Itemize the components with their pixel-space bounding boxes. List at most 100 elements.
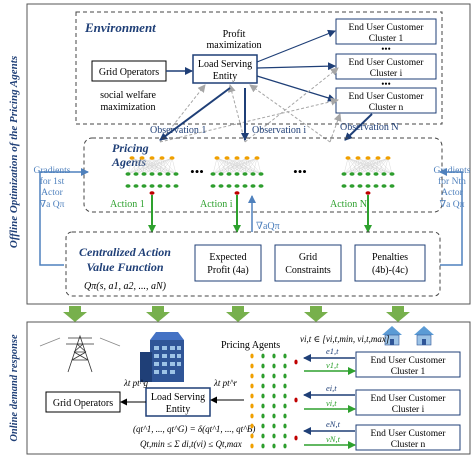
online-agent-node — [294, 435, 298, 441]
agent-edge — [226, 157, 238, 175]
env-cluster-n-line1: End User Customer — [349, 92, 425, 102]
agent-dots-2: ••• — [293, 164, 307, 179]
agent-edge — [226, 157, 230, 175]
agent-edge — [343, 157, 369, 175]
online-cluster-n-box[interactable] — [355, 424, 461, 451]
agent-input-node — [345, 156, 351, 160]
online-agent-node — [250, 393, 254, 399]
agent-networks — [125, 156, 395, 195]
env-cluster-i-line2: Cluster i — [370, 69, 403, 79]
agent-edge — [367, 157, 379, 175]
online-agent-node — [272, 393, 276, 399]
house-icon-1 — [382, 326, 402, 346]
agent-hidden-node — [258, 184, 264, 188]
online-cluster-i-line1: End User Customer — [371, 394, 447, 404]
agent-hidden-node — [173, 184, 179, 188]
critic-profit-box[interactable] — [194, 244, 262, 282]
agent-edge — [220, 157, 238, 175]
critic-penalties-box[interactable] — [354, 244, 426, 282]
agent-hidden-node — [141, 184, 147, 188]
agent-hidden-node — [258, 172, 264, 176]
online-lse-label-2: Entity — [166, 404, 190, 415]
agent-input-node — [169, 156, 175, 160]
agent-edge — [367, 157, 389, 175]
agent-hidden-node — [234, 184, 240, 188]
online-cluster-i-box[interactable] — [355, 389, 461, 416]
agent-input-node — [139, 156, 145, 160]
agent-hidden-node — [125, 172, 131, 176]
agent-hidden-node — [157, 184, 163, 188]
online-agent-node — [272, 423, 276, 429]
transfer-arrows — [63, 306, 410, 322]
agent-edge — [351, 157, 359, 175]
agent-hidden-node — [341, 172, 347, 176]
online-lambda-g: λt pt^g — [123, 378, 148, 388]
agent-edge — [377, 157, 385, 175]
agent-input-node — [149, 156, 155, 160]
agent-edge — [228, 157, 258, 175]
agent-hidden-node — [234, 172, 240, 176]
online-lse-label-1: Load Serving — [151, 392, 205, 403]
critic-box — [65, 231, 441, 297]
action-n-label: Action N — [330, 199, 367, 210]
online-agent-node — [250, 383, 254, 389]
gray-arrow-1 — [159, 84, 206, 143]
env-cluster-1-box[interactable] — [335, 18, 437, 45]
agent-hidden-node — [357, 184, 363, 188]
online-pricing-agents-label: Pricing Agents — [221, 340, 280, 351]
agent-edge — [143, 157, 153, 175]
online-agent-node — [294, 359, 298, 365]
online-agent-node — [272, 363, 276, 369]
agent-input-node — [159, 156, 165, 160]
critic-grid-box[interactable] — [274, 244, 342, 282]
transfer-arrow-1 — [63, 306, 87, 322]
gradients-left-3: Actor — [41, 188, 63, 198]
agent-edge — [375, 157, 389, 175]
online-agent-node — [250, 363, 254, 369]
agent-edge — [151, 157, 163, 175]
gray-arrow-3 — [249, 84, 331, 143]
agent-edge — [141, 157, 169, 175]
agent-edge — [357, 157, 393, 175]
env-cluster-i-line1: End User Customer — [349, 58, 425, 68]
agent-edge — [357, 157, 369, 175]
agent-edge — [236, 157, 254, 175]
transfer-arrow-2 — [146, 306, 170, 322]
agent-edge — [244, 157, 248, 175]
agent-edge — [236, 157, 258, 175]
agent-hidden-node — [149, 184, 155, 188]
agent-input-node — [365, 156, 371, 160]
env-cluster-dots-1: ••• — [381, 44, 390, 54]
lse-box[interactable] — [192, 54, 258, 84]
online-frame — [26, 321, 471, 455]
agent-hidden-node — [165, 184, 171, 188]
agent-edge — [220, 157, 228, 175]
online-cluster-1-line1: End User Customer — [371, 356, 447, 366]
env-cluster-1-line2: Cluster 1 — [369, 34, 404, 44]
agent-edge — [236, 157, 248, 175]
online-cluster-n-line1: End User Customer — [371, 429, 447, 439]
action-1-label: Action 1 — [110, 199, 145, 210]
env-cluster-i-box[interactable] — [335, 53, 437, 80]
online-agent-node — [283, 413, 287, 419]
agent-edge — [367, 157, 377, 175]
lse-to-cluster-1-arrow — [256, 29, 336, 63]
online-grid-operators-label: Grid Operators — [53, 398, 113, 409]
agent-hidden-node — [381, 172, 387, 176]
online-agent-node — [283, 433, 287, 439]
agent-edge — [228, 157, 238, 175]
critic-title-2: Value Function — [86, 260, 163, 274]
agent-edge — [141, 157, 153, 175]
gradient-left-loop — [39, 168, 89, 266]
profit-label-2: maximization — [207, 40, 262, 51]
agent-edge — [159, 157, 173, 175]
online-agent-node — [250, 413, 254, 419]
gradients-left-2: for 1st — [40, 176, 65, 187]
online-agent-node — [261, 443, 265, 449]
agent-edge — [357, 157, 385, 175]
agent-hidden-node — [341, 184, 347, 188]
online-agent-node — [261, 403, 265, 409]
online-agent-node — [261, 363, 265, 369]
online-cluster-1-box[interactable] — [355, 351, 461, 378]
